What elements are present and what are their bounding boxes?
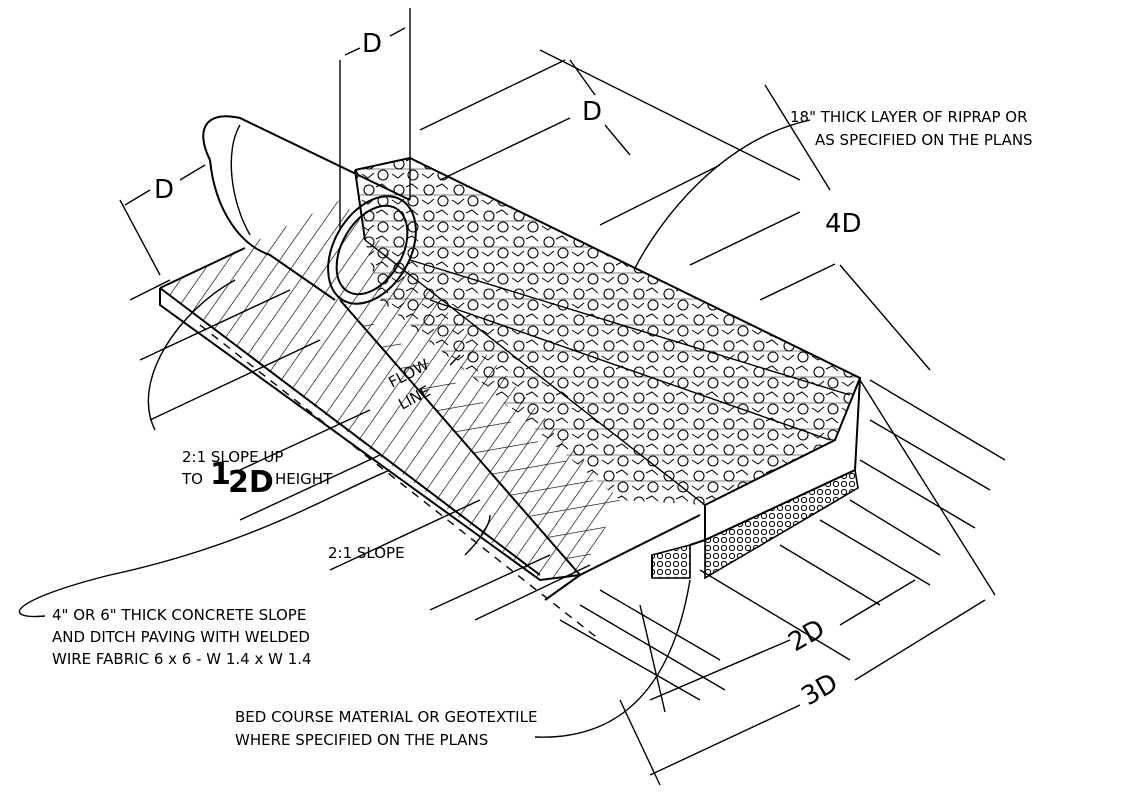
concrete-slab xyxy=(159,200,701,601)
annotations: 18" THICK LAYER OF RIPRAP OR AS SPECIFIE… xyxy=(52,29,1033,749)
dim-riprap-depth-d: D xyxy=(582,97,602,127)
slope-up-height: HEIGHT xyxy=(275,470,333,488)
dim-pipe-left-d: D xyxy=(154,175,174,205)
riprap-label-line2: AS SPECIFIED ON THE PLANS xyxy=(815,131,1033,149)
riprap-label-line1: 18" THICK LAYER OF RIPRAP OR xyxy=(790,108,1028,126)
concrete-label-line2: AND DITCH PAVING WITH WELDED xyxy=(52,628,310,646)
slope-up-half-numerator: 1 xyxy=(210,457,231,492)
bed-course-label-line1: BED COURSE MATERIAL OR GEOTEXTILE xyxy=(235,708,537,726)
concrete-label-line1: 4" OR 6" THICK CONCRETE SLOPE xyxy=(52,606,306,624)
dim-width-3d: 3D xyxy=(797,668,844,712)
pipe xyxy=(202,115,417,305)
riprap-apron xyxy=(354,156,862,542)
bed-course-label-line2: WHERE SPECIFIED ON THE PLANS xyxy=(235,731,488,749)
leader-lines xyxy=(18,119,811,738)
dimension-lines xyxy=(119,8,996,786)
dim-width-2d: 2D xyxy=(784,614,831,658)
slope-up-label-line1: 2:1 SLOPE UP xyxy=(182,448,283,466)
slope-2to1-label: 2:1 SLOPE xyxy=(328,544,405,562)
dim-pipe-top-d: D xyxy=(362,29,382,59)
bed-course-layer xyxy=(651,468,859,580)
dim-length-4d: 4D xyxy=(825,209,862,239)
slope-up-to: TO xyxy=(181,470,203,488)
slope-up-half-denominator: 2D xyxy=(228,465,274,500)
concrete-label-line3: WIRE FABRIC 6 x 6 - W 1.4 x W 1.4 xyxy=(52,650,312,668)
